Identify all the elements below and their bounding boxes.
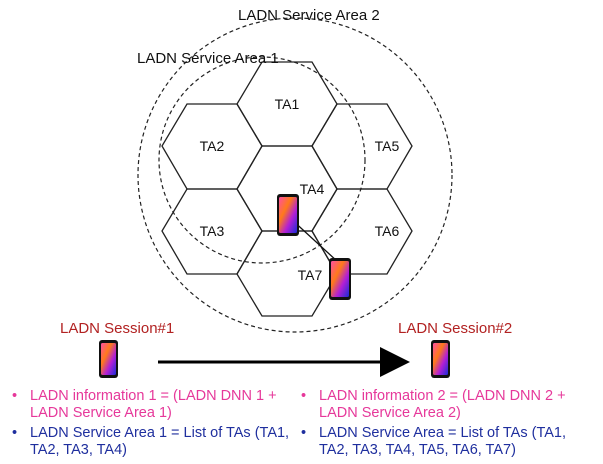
bullet-dot-icon: •: [301, 425, 307, 441]
bullet-dot-icon: •: [12, 425, 18, 441]
bullet-dot-icon: •: [12, 388, 18, 404]
session-2-label: LADN Session#2: [398, 320, 512, 337]
cell-label-ta1: TA1: [275, 96, 300, 112]
list-item: • LADN information 2 = (LADN DNN 2 + LAD…: [301, 388, 597, 422]
phone-icon: [431, 340, 450, 378]
cell-label-ta3: TA3: [200, 223, 225, 239]
phone-icon: [277, 194, 299, 236]
session-1-label: LADN Session#1: [60, 320, 174, 337]
cell-label-ta6: TA6: [375, 223, 400, 239]
right-bullet-list: • LADN information 2 = (LADN DNN 2 + LAD…: [301, 388, 597, 462]
cell-label-ta7: TA7: [298, 267, 323, 283]
service-area-1-label: LADN Service Area 1: [137, 50, 279, 67]
cell-label-ta4: TA4: [300, 181, 325, 197]
cell-label-ta5: TA5: [375, 138, 400, 154]
hex-grid: [161, 61, 413, 317]
bullet-dot-icon: •: [301, 388, 307, 404]
ladn-service-area-1-text: LADN Service Area 1 = List of TAs (TA1, …: [30, 425, 290, 458]
service-area-2-circle: [137, 17, 453, 333]
phone-icon: [99, 340, 118, 378]
left-bullet-list: • LADN information 1 = (LADN DNN 1 + LAD…: [12, 388, 302, 462]
ladn-information-1-text: LADN information 1 = (LADN DNN 1 + LADN …: [30, 388, 277, 421]
phone-icon: [329, 258, 351, 300]
hex-ta7: [236, 230, 338, 317]
ladn-information-2-text: LADN information 2 = (LADN DNN 2 + LADN …: [319, 388, 566, 421]
service-area-1-circle: [158, 56, 366, 264]
list-item: • LADN Service Area 1 = List of TAs (TA1…: [12, 425, 302, 459]
ladn-service-area-2-text: LADN Service Area = List of TAs (TA1, TA…: [319, 425, 566, 458]
cell-label-ta2: TA2: [200, 138, 225, 154]
service-area-2-label: LADN Service Area 2: [238, 7, 380, 24]
list-item: • LADN Service Area = List of TAs (TA1, …: [301, 425, 597, 459]
list-item: • LADN information 1 = (LADN DNN 1 + LAD…: [12, 388, 302, 422]
